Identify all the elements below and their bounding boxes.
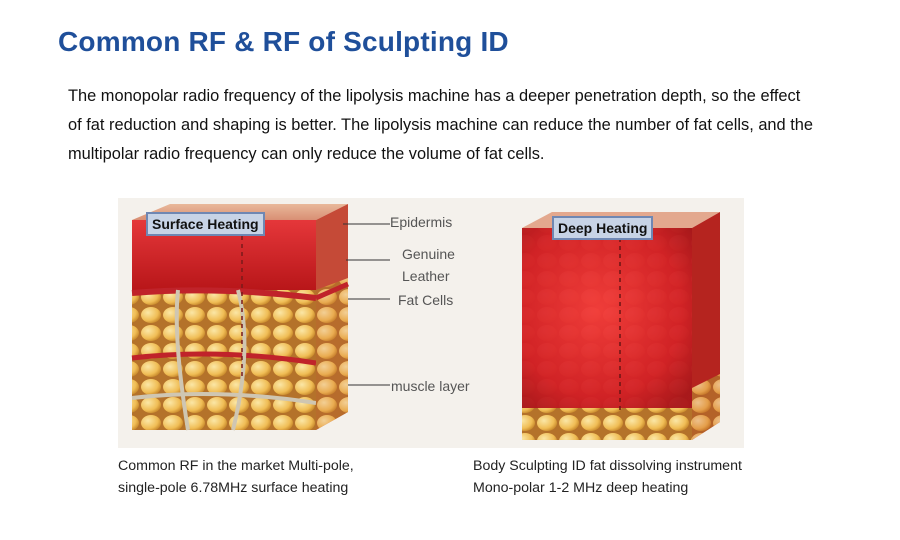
intro-line: multipolar radio frequency can only redu… xyxy=(68,145,545,163)
caption-line: Body Sculpting ID fat dissolving instrum… xyxy=(473,458,742,474)
surface-heating-skin-diagram xyxy=(131,204,390,431)
fat-cells-label: Fat Cells xyxy=(398,292,454,308)
right-caption: Body Sculpting ID fat dissolving instrum… xyxy=(473,455,742,499)
caption-line: Mono-polar 1-2 MHz deep heating xyxy=(473,480,689,496)
caption-line: single-pole 6.78MHz surface heating xyxy=(118,480,349,496)
muscle-layer-label: muscle layer xyxy=(391,378,470,394)
intro-line: The monopolar radio frequency of the lip… xyxy=(68,87,801,105)
deep-heating-illustration: Deep Heating xyxy=(470,198,744,448)
deep-heating-label: Deep Heating xyxy=(552,216,654,240)
page-title: Common RF & RF of Sculpting ID xyxy=(58,26,509,57)
intro-line: of fat reduction and shaping is better. … xyxy=(68,116,814,134)
caption-line: Common RF in the market Multi-pole, xyxy=(118,458,354,474)
genuine-leather-label-line2: Leather xyxy=(402,268,450,284)
epidermis-label: Epidermis xyxy=(390,214,453,230)
intro-paragraph: The monopolar radio frequency of the lip… xyxy=(68,82,868,169)
left-caption: Common RF in the market Multi-pole, sing… xyxy=(118,455,354,499)
deep-heated-zone xyxy=(522,228,692,408)
deep-heating-skin-diagram xyxy=(522,212,720,440)
surface-heating-illustration: Surface Heating Epidermis Genuine Leathe… xyxy=(118,198,473,448)
genuine-leather-label-line1: Genuine xyxy=(402,246,455,262)
surface-heating-label: Surface Heating xyxy=(146,212,265,236)
